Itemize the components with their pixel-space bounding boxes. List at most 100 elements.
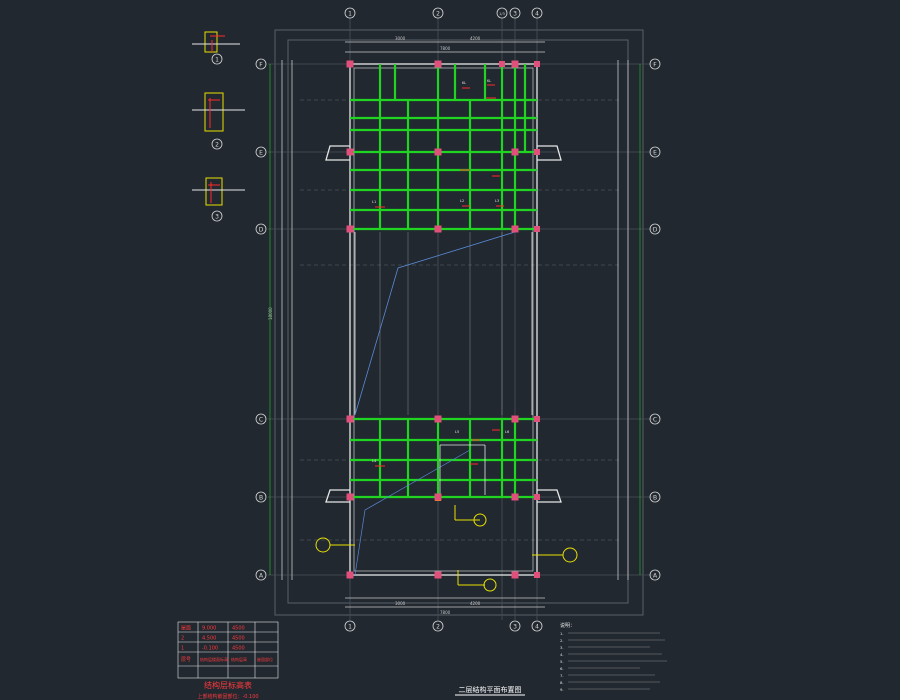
svg-text:9.: 9. [560,687,564,692]
section-detail-3: 3 [192,177,245,222]
svg-text:F: F [653,62,657,69]
svg-text:2: 2 [436,11,440,18]
svg-text:1: 1 [348,624,352,631]
table-cell-h-1: 4500 [232,636,245,642]
column-marker [511,225,519,233]
svg-text:A: A [259,573,264,580]
svg-text:8.: 8. [560,680,564,685]
svg-text:E: E [653,150,657,157]
column-marker [434,493,442,501]
svg-text:1.: 1. [560,631,564,636]
svg-text:3.: 3. [560,645,564,650]
svg-text:7.: 7. [560,673,564,678]
axis-bubble-2-bottom: 2 [432,620,444,632]
svg-text:L4: L4 [372,459,377,463]
svg-text:C: C [653,417,657,424]
svg-text:7800: 7800 [440,610,451,615]
svg-text:3: 3 [513,11,517,18]
svg-text:B: B [259,495,263,502]
svg-text:D: D [259,227,264,234]
axis-bubble-D-right: D [649,223,661,235]
column-marker [434,60,442,68]
table-header-elev: 结构层楼面标高 [200,656,228,662]
axis-lines [269,64,641,575]
svg-text:L1: L1 [372,200,376,204]
column-marker [511,415,519,423]
table-cell-floor-1: 2 [181,636,184,642]
svg-text:18000: 18000 [268,307,273,320]
dimension-lines [281,41,629,608]
svg-text:5.: 5. [560,659,564,664]
svg-text:KL: KL [462,81,466,85]
table-cell-elev-1: 4.500 [202,636,216,642]
svg-text:KL: KL [487,79,491,83]
column-markers [346,60,540,579]
table-cell-elev-2: -0.100 [202,646,218,652]
table-header-floor: 层号 [181,657,191,663]
axis-bubble-1-bottom: 1 [344,620,356,632]
axis-bubble-C-right: C [649,413,661,425]
axis-bubble-B-right: B [649,491,661,503]
axis-bubble-F-left: F [255,58,267,70]
svg-text:2: 2 [436,624,440,631]
svg-text:3000: 3000 [395,601,406,606]
axis-bubble-3-top: 3 [509,7,521,19]
svg-text:F: F [259,62,263,69]
table-header-extra: 嵌固部位 [257,656,273,662]
axis-bubble-3-bottom: 3 [509,620,521,632]
notes-block: 说明： 1. 2. 3. 4. 5. 6. 7. 8. 9. [560,622,667,692]
section-detail-1: 1 [192,31,240,65]
column-marker [346,415,354,423]
building-outline [325,63,562,576]
svg-text:4.: 4. [560,652,564,657]
red-annotation-marks [375,84,504,467]
svg-text:3000: 3000 [395,36,406,41]
svg-text:L3: L3 [495,199,499,203]
svg-text:2: 2 [215,142,219,149]
column-marker [346,60,354,68]
yellow-callouts [315,495,578,592]
column-marker [534,61,540,67]
column-marker [511,148,519,156]
table-cell-floor-0: 屋面 [181,626,191,632]
drawing-title-block: 二层结构平面布置图 [455,685,525,696]
column-marker [434,148,442,156]
dimension-text: 3000 4200 7800 3000 4200 7800 18000 [268,36,481,615]
column-marker [434,415,442,423]
svg-text:D: D [653,227,658,234]
column-marker [534,416,540,422]
table-cell-h-2: 4500 [232,646,245,652]
column-marker [534,494,540,500]
svg-text:3: 3 [215,214,219,221]
section-detail-2: 2 [192,92,245,150]
table-cell-floor-2: 1 [181,646,184,652]
table-cell-h-0: 4500 [232,626,245,632]
table-cell-elev-0: 9.000 [202,626,216,632]
svg-text:L6: L6 [505,430,509,434]
svg-text:C: C [259,417,263,424]
column-marker [346,225,354,233]
svg-text:1/3: 1/3 [499,12,505,16]
beam-grid-lower [350,417,537,499]
elevation-table: 屋面 9.000 4500 2 4.500 4500 1 -0.100 4500… [177,621,279,700]
axis-bubble-2-top: 2 [432,7,444,19]
svg-text:1: 1 [348,11,352,18]
atrium-opening [354,231,533,576]
column-marker [346,148,354,156]
svg-text:E: E [259,150,263,157]
table-header-height: 结构层高 [231,656,247,662]
svg-text:1: 1 [215,57,219,64]
svg-text:4200: 4200 [470,601,481,606]
notes-heading: 说明： [560,622,575,629]
column-marker [511,571,519,579]
svg-text:2.: 2. [560,638,564,643]
column-marker [511,493,519,501]
axis-bubble-A-left: A [255,569,267,581]
svg-text:6.: 6. [560,666,564,671]
column-marker [434,571,442,579]
elevation-table-title: 结构层标高表 [204,680,252,690]
axis-bubble-C-left: C [255,413,267,425]
axis-bubble-D-left: D [255,223,267,235]
drawing-title: 二层结构平面布置图 [459,685,522,694]
